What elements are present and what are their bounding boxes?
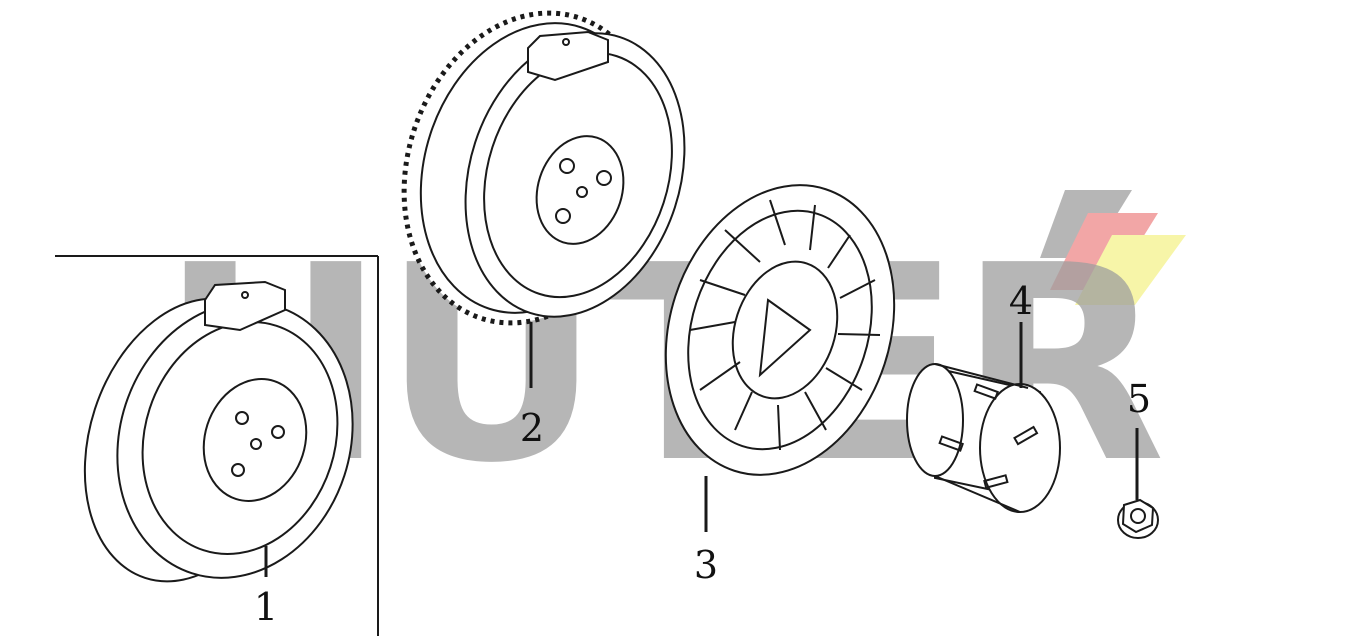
kit-bracket — [55, 255, 379, 636]
callout-4: 4 — [1009, 279, 1033, 323]
flywheel-ring-gear-icon — [401, 10, 686, 326]
leader-lines — [264, 322, 1139, 577]
callout-1: 1 — [254, 585, 278, 629]
flange-nut-icon — [1117, 498, 1159, 539]
callout-3: 3 — [694, 543, 718, 587]
starter-cup-icon — [906, 363, 1061, 513]
callout-2: 2 — [520, 406, 544, 450]
callout-5: 5 — [1127, 377, 1151, 421]
flywheel-icon — [83, 280, 354, 583]
watermark-logo-icon — [1040, 190, 1186, 305]
cooling-fan-icon — [664, 184, 896, 476]
